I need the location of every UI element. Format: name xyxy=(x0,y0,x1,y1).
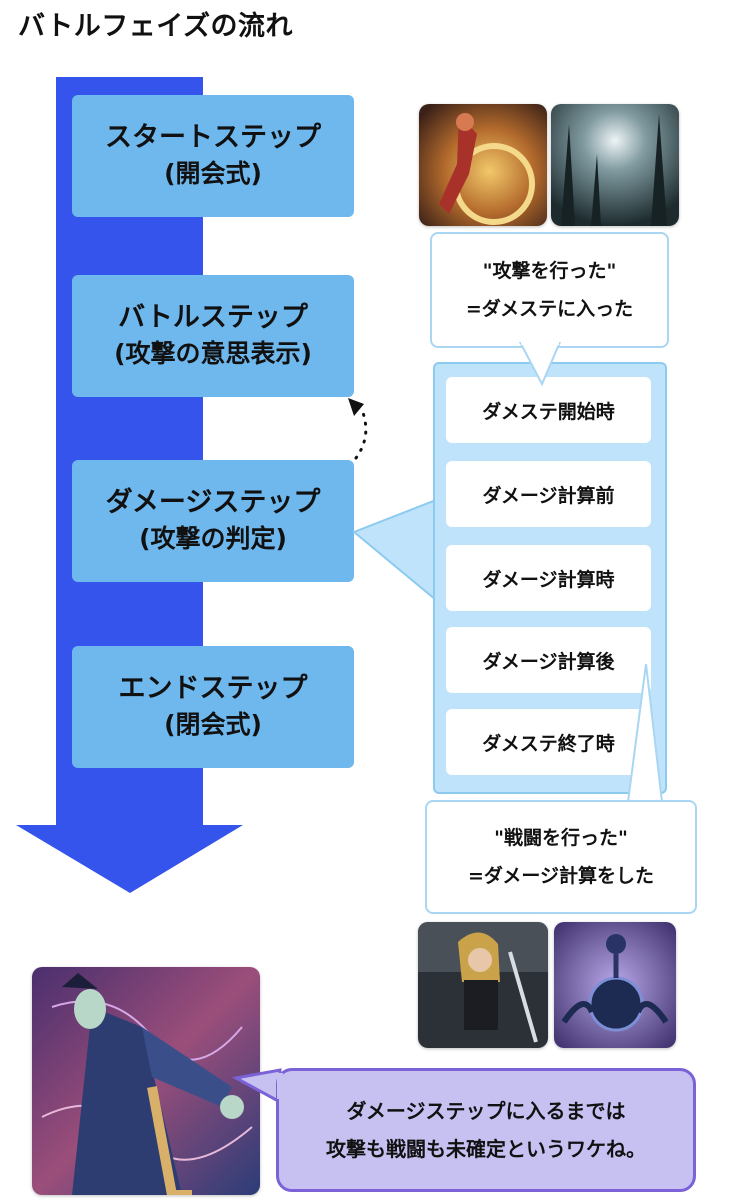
step-damage-label: ダメージステップ xyxy=(105,487,321,518)
step-end-label: エンドステップ xyxy=(118,673,308,704)
attack-note-line2: =ダメステに入った xyxy=(465,298,634,320)
step-end-sublabel: (閉会式) xyxy=(164,710,262,739)
card-art-swordswoman xyxy=(418,922,548,1048)
page-title: バトルフェイズの流れ xyxy=(18,11,293,42)
attack-note-bubble: "攻撃を行った" =ダメステに入った xyxy=(430,232,669,348)
substep-item: ダメージ計算後 xyxy=(446,627,651,693)
battle-note-tail xyxy=(626,663,664,803)
summary-note-line2: 攻撃も戦闘も未確定というワケね。 xyxy=(326,1137,646,1161)
substep-item: ダメステ開始時 xyxy=(446,377,651,443)
step-start: スタートステップ (開会式) xyxy=(72,95,354,217)
card-art-sorcerer xyxy=(32,967,260,1195)
battle-note-line2: =ダメージ計算をした xyxy=(468,865,654,887)
substep-item: ダメージ計算時 xyxy=(446,545,651,611)
battle-note-bubble: "戦闘を行った" =ダメージ計算をした xyxy=(425,800,697,914)
step-battle: バトルステップ (攻撃の意思表示) xyxy=(72,275,354,397)
summary-note-tail-seam xyxy=(277,1073,283,1099)
attack-note-line1: "攻撃を行った" xyxy=(482,260,617,282)
card-art-dark-forest xyxy=(551,104,679,226)
battle-note-line1: "戦闘を行った" xyxy=(494,827,628,849)
step-battle-sublabel: (攻撃の意思表示) xyxy=(114,339,312,368)
summary-note-line1: ダメージステップに入るまでは xyxy=(346,1099,626,1123)
step-battle-label: バトルステップ xyxy=(118,302,308,333)
card-art-dark-sphere-monster xyxy=(554,922,676,1048)
card-art-armored-warrior xyxy=(419,104,547,226)
summary-note-bubble: ダメージステップに入るまでは 攻撃も戦闘も未確定というワケね。 xyxy=(276,1068,696,1192)
substep-item: ダメージ計算前 xyxy=(446,461,651,527)
dotted-return-arrow xyxy=(348,398,368,460)
substep-item: ダメステ終了時 xyxy=(446,709,651,775)
step-damage-sublabel: (攻撃の判定) xyxy=(139,524,287,553)
attack-note-tail xyxy=(518,342,562,387)
step-damage: ダメージステップ (攻撃の判定) xyxy=(72,460,354,582)
step-start-sublabel: (開会式) xyxy=(164,159,262,188)
step-end: エンドステップ (閉会式) xyxy=(72,646,354,768)
step-start-label: スタートステップ xyxy=(105,122,321,153)
